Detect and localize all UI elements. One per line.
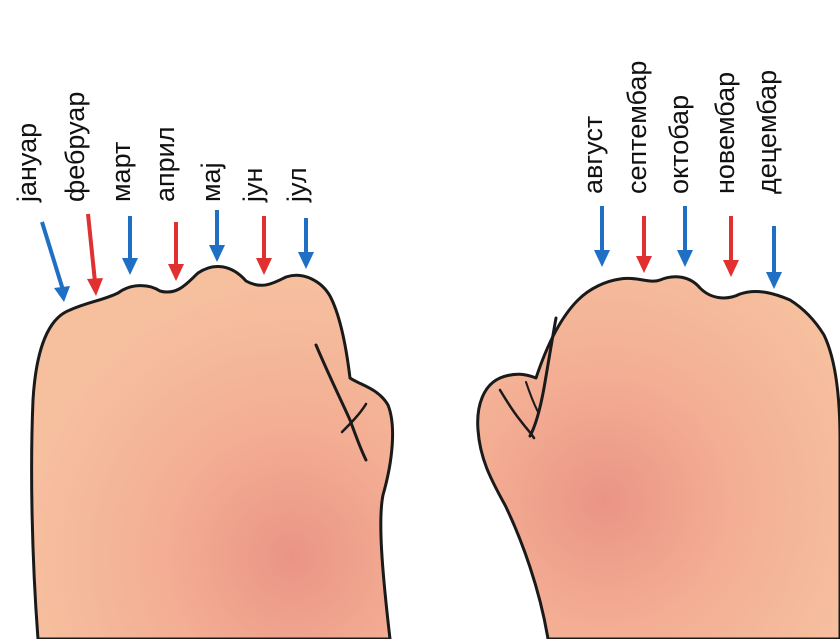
month-label-july: јул	[284, 167, 311, 202]
arrow-left-1	[87, 214, 103, 296]
month-label-august: август	[580, 116, 607, 194]
arrow-left-5	[256, 216, 272, 275]
month-label-november: новембар	[712, 72, 739, 194]
arrow-right-4	[766, 226, 782, 289]
month-label-february: фебруар	[62, 92, 89, 202]
arrow-left-6	[298, 218, 314, 269]
month-label-april: април	[152, 127, 179, 203]
month-label-june: јун	[240, 168, 267, 202]
arrow-right-3	[723, 216, 739, 277]
left-fist	[32, 266, 393, 639]
arrow-right-0	[594, 206, 610, 267]
arrow-right-2	[677, 206, 693, 267]
arrow-left-2	[122, 216, 138, 275]
month-label-september: септембар	[624, 61, 651, 194]
arrow-left-0	[42, 222, 70, 302]
arrow-right-1	[636, 216, 652, 273]
right-fist	[478, 277, 840, 639]
month-label-december: децембар	[754, 70, 781, 194]
month-label-october: октобар	[666, 95, 693, 194]
right-arrows	[594, 206, 782, 289]
month-label-may: мај	[198, 162, 225, 202]
arrow-left-4	[209, 210, 225, 262]
arrow-left-3	[168, 222, 184, 281]
month-label-march: март	[108, 142, 135, 202]
month-label-january: јануар	[14, 123, 41, 202]
